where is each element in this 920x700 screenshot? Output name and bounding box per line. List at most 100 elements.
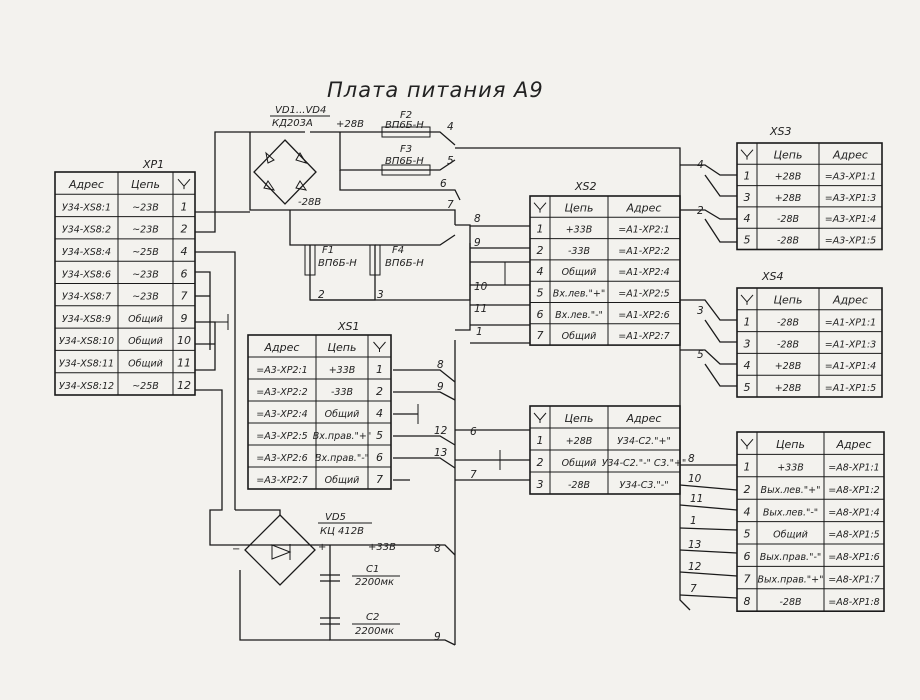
table-cell-pin: 1 <box>744 461 751 474</box>
table-cell-net: Вых.лев."-" <box>763 507 818 518</box>
table-header: Адрес <box>264 341 300 354</box>
table-cell-pin: 5 <box>744 528 751 541</box>
table-cell-addr: =А1-XP1:3 <box>825 339 876 350</box>
wire-number: 2 <box>697 205 704 217</box>
vd5-plus-label: +33В <box>368 542 396 553</box>
table-header: Адрес <box>836 438 872 451</box>
table-cell-net: +28В <box>775 383 802 394</box>
table-cell-addr: =А8-XP1:4 <box>828 507 879 518</box>
table-cell-pin: 1 <box>537 434 544 447</box>
table-cell-net: -28В <box>777 236 799 247</box>
table-cell-addr: У34-XS8:7 <box>62 292 111 303</box>
table-cell-pin: 8 <box>744 595 751 608</box>
table-cell-addr: У34-XS8:1 <box>62 202 111 213</box>
wire-number: 12 <box>434 425 448 437</box>
f3-type: ВП6Б-Н <box>385 156 424 167</box>
wire-number: 7 <box>447 199 454 211</box>
table-cell-pin: 5 <box>744 234 751 247</box>
table-cell-pin: 5 <box>744 381 751 394</box>
table-cell-pin: 4 <box>376 407 383 420</box>
wire-number: 11 <box>474 303 487 315</box>
table-cell-net: +28В <box>566 436 593 447</box>
connector-symbol-icon <box>533 202 547 213</box>
wire-number: 3 <box>697 305 704 317</box>
table-cell-pin: 2 <box>537 244 544 257</box>
c1-value: 2200мк <box>355 577 394 588</box>
table-cell-net: Вх.прав."-" <box>315 453 369 464</box>
capacitors: C1 2200мк C2 2200мк <box>320 564 400 637</box>
wire-number: 1 <box>476 326 483 338</box>
table-cell-addr: У34-XS8:9 <box>62 314 111 325</box>
f2-ref: F2 <box>400 110 412 121</box>
table-cell-addr: У34-С2."+" <box>617 436 671 447</box>
table-cell-pin: 6 <box>744 550 751 563</box>
table-cell-addr: =А3-XP1:1 <box>825 172 876 183</box>
xs3-name: XS3 <box>769 125 792 138</box>
vd5-ref: VD5 <box>325 512 346 523</box>
table-cell-addr: =А8-XP1:5 <box>828 530 879 541</box>
table-cell-pin: 7 <box>181 290 188 303</box>
table-cell-net: Вых.лев."+" <box>761 485 821 496</box>
wire-number: 7 <box>470 469 477 481</box>
table-cell-addr: =А3-XP2:2 <box>256 387 307 398</box>
table-cell-pin: 6 <box>537 308 544 321</box>
xs1-name: XS1 <box>337 320 360 333</box>
table-cell-net: ~23В <box>132 269 159 280</box>
table-cell-addr: =А3-XP2:7 <box>256 475 307 486</box>
table-cell-addr: У34-XS8:4 <box>62 247 111 258</box>
f4-type: ВП6Б-Н <box>385 258 424 269</box>
table-cell-net: Вх.прав."+" <box>313 431 372 442</box>
table-cell-addr: =А1-XP1:1 <box>825 317 876 328</box>
diagram-title: Плата питания А9 <box>327 78 544 102</box>
vd5-plus-sign: + <box>318 542 326 553</box>
table-header: Адрес <box>68 178 104 191</box>
wire-number: 10 <box>474 281 488 293</box>
table-cell-net: Вх.лев."+" <box>553 289 605 300</box>
table-cell-net: +33В <box>566 225 593 236</box>
table-cell-pin: 3 <box>744 337 751 350</box>
table-cell-pin: 5 <box>537 287 544 300</box>
wire-number: 13 <box>434 447 447 459</box>
table-cell-net: ~25В <box>132 381 159 392</box>
table-cell-net: Вых.прав."+" <box>757 575 823 586</box>
wire-number: 10 <box>688 473 702 485</box>
table-cell-addr: У34-С3."-" <box>619 480 668 491</box>
table-cell-pin: 3 <box>744 191 751 204</box>
table-cell-addr: =А3-XP1:4 <box>825 214 876 225</box>
wire-number: 13 <box>688 539 701 551</box>
table-cell-pin: 7 <box>537 329 544 342</box>
table-cell-addr: =А1-XP2:6 <box>618 310 669 321</box>
table-cell-pin: 7 <box>744 573 751 586</box>
wire-number: 8 <box>688 453 695 465</box>
table-header: Цепь <box>328 341 357 354</box>
table-cell-pin: 1 <box>181 200 188 213</box>
table-cell-addr: =А3-XP2:6 <box>256 453 307 464</box>
table-cell-net: +28В <box>775 193 802 204</box>
table-cell-net: +33В <box>777 463 804 474</box>
vd1-vd4-ref: VD1...VD4 <box>275 105 326 116</box>
table-cell-pin: 4 <box>744 212 751 225</box>
table-cell-net: -33В <box>568 246 590 257</box>
table-header: Цепь <box>131 178 160 191</box>
table-cell-addr: =А1-XP2:4 <box>618 267 669 278</box>
wire-number: 5 <box>697 349 704 361</box>
table-cell-addr: =А3-XP1:5 <box>825 236 876 247</box>
table-cell-net: Общий <box>325 475 360 486</box>
f2-type: ВП6Б-Н <box>385 120 424 131</box>
f1-ref: F1 <box>322 245 334 256</box>
xp1-name: XP1 <box>142 158 164 171</box>
wire-number: 8 <box>434 543 441 555</box>
table-cell-addr: =А8-XP1:2 <box>828 485 879 496</box>
table-cell-net: Вх.лев."-" <box>555 310 603 321</box>
table-cell-addr: У34-XS8:2 <box>62 225 111 236</box>
table-cell-pin: 12 <box>177 379 191 392</box>
vd5-type: КЦ 412В <box>320 526 364 537</box>
table-cell-pin: 1 <box>744 170 751 183</box>
table-header: Адрес <box>626 412 662 425</box>
wire-number: 12 <box>688 561 702 573</box>
